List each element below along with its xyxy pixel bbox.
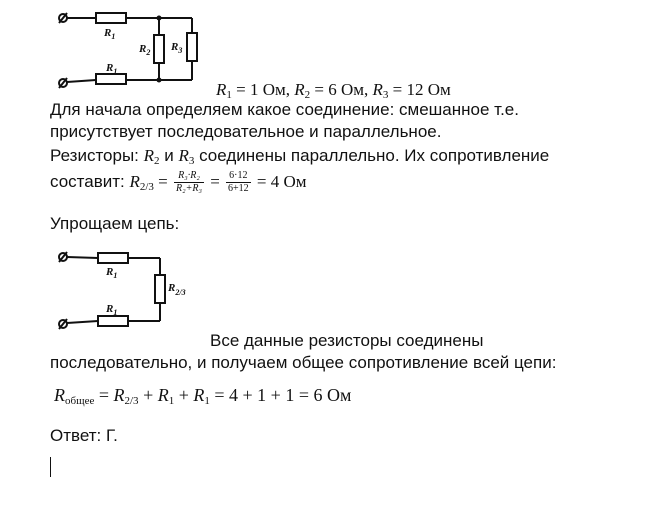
- resistor-r2: [153, 34, 165, 64]
- svg-text:R2/3: R2/3: [167, 282, 186, 297]
- resistor-r3: [186, 32, 198, 62]
- paragraph-connection-type-line1: Для начала определяем какое соединение: …: [50, 100, 519, 119]
- svg-text:R1: R1: [105, 62, 117, 76]
- r3-value: = 12 Ом: [388, 80, 451, 99]
- r1-value: = 1 Ом,: [231, 80, 295, 99]
- text-cursor: [50, 457, 51, 477]
- resistor-r1-top-2: [97, 252, 129, 264]
- paragraph-parallel: Резисторы: R2 и R3 соединены параллельно…: [50, 146, 550, 167]
- resistor-r1-bottom: [95, 73, 127, 85]
- formula-total-resistance: Rобщее = R2/3 + R1 + R1 = 4 + 1 + 1 = 6 …: [54, 385, 352, 407]
- r2-value: = 6 Ом,: [310, 80, 373, 99]
- resistor-r23: [154, 274, 166, 304]
- svg-text:R1: R1: [103, 27, 115, 41]
- paragraph-series-line2: последовательно, и получаем общее сопрот…: [50, 353, 557, 372]
- heading-simplify: Упрощаем цепь:: [50, 214, 180, 233]
- circuit-diagram-original: R1 R2 R3 R1: [58, 12, 198, 89]
- answer-text: Ответ: Г.: [50, 426, 118, 445]
- resistor-r1-bottom-2: [97, 315, 129, 327]
- svg-text:R1: R1: [105, 303, 117, 317]
- svg-text:R2: R2: [138, 43, 150, 57]
- svg-text:R3: R3: [170, 41, 182, 55]
- paragraph-series-line1: Все данные резисторы соединены: [210, 331, 484, 350]
- circuit-diagram-simplified: R1 R2/3 R1: [58, 251, 186, 330]
- svg-text:R1: R1: [105, 266, 117, 280]
- resistor-r1-top: [95, 12, 127, 24]
- paragraph-connection-type-line2: присутствует последовательное и параллел…: [50, 122, 442, 141]
- terminal-bottom: [58, 78, 68, 88]
- given-values: R1 = 1 Ом, R2 = 6 Ом, R3 = 12 Ом: [216, 80, 451, 101]
- terminal-bottom-2: [58, 319, 68, 329]
- r1-symbol: R: [216, 80, 227, 99]
